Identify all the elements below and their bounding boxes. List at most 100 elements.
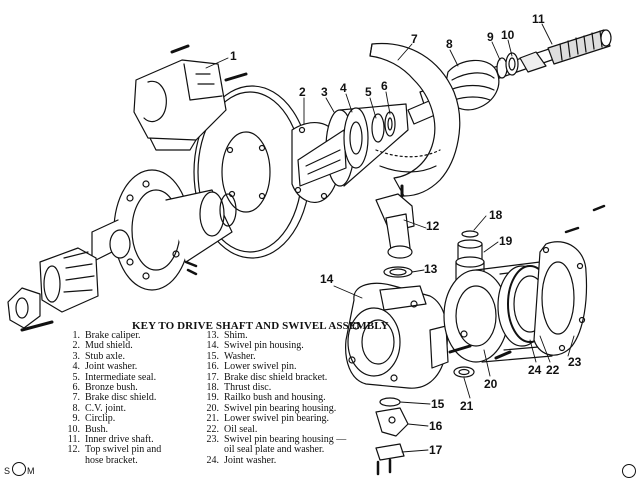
key-item-number: 19. <box>206 392 220 404</box>
key-item: 1. Brake caliper. <box>62 330 202 341</box>
key-item-text: Oil seal. <box>224 423 258 435</box>
key-item-number: 8. <box>72 402 81 414</box>
swivel-pin-bearing-housing <box>443 261 553 363</box>
hub-assembly <box>91 169 237 291</box>
callout-12: 12 <box>426 219 440 233</box>
circlip-and-bush <box>496 52 519 79</box>
key-item: 15. Washer. <box>201 350 376 362</box>
callout-10: 10 <box>501 28 515 42</box>
key-item: 16.Lower swivel pin. <box>201 361 376 372</box>
key-item-number: 20. <box>206 402 220 414</box>
callout-22: 22 <box>546 363 560 377</box>
key-item-text: Lower swivel pin bearing. <box>224 413 329 425</box>
key-item-number: 23. <box>206 434 220 446</box>
callout-1: 1 <box>230 49 237 63</box>
key-item-number: 10. <box>67 423 81 435</box>
key-item-text: Swivel pin housing. <box>224 340 304 352</box>
key-item-text: Joint washer. <box>224 454 277 466</box>
callout-20: 20 <box>484 377 498 391</box>
key-list-left: 1.Brake caliper. 2.Mud shield. 3.Stub ax… <box>62 330 202 466</box>
key-item-text: Swivel pin bearing housing — <box>224 434 347 446</box>
key-item: 9. Circlip. <box>62 413 202 425</box>
key-item: 3. Stub axle. <box>62 350 202 362</box>
key-item-number: 7. <box>72 392 81 404</box>
key-item-text: Mud shield. <box>85 340 133 352</box>
key-item: 23. Swivel pin bearing housing — <box>201 434 376 446</box>
key-item-text: Railko bush and housing. <box>224 392 326 404</box>
callout-5: 5 <box>365 85 372 99</box>
callout-6: 6 <box>381 79 388 93</box>
key-item-number: 14. <box>206 340 220 352</box>
key-item: 20. Swivel pin bearing housing. <box>201 402 376 414</box>
key-item-text: Bush. <box>85 423 109 435</box>
callout-17: 17 <box>429 443 443 457</box>
key-item: 12.Top swivel pin and <box>62 444 202 456</box>
key-item-number: 21. <box>206 413 220 425</box>
key-item-number: 1. <box>72 330 81 341</box>
key-item: 21. Lower swivel pin bearing. <box>201 413 376 425</box>
key-item: 14. Swivel pin housing. <box>201 340 376 352</box>
key-item-number: 4. <box>72 361 81 373</box>
key-item: 17. Brake disc shield bracket. <box>201 371 376 383</box>
key-item-number: 3. <box>72 350 81 362</box>
key-item-text: Bronze bush. <box>85 382 138 394</box>
key-item: 18. Thrust disc. <box>201 382 376 394</box>
callout-15: 15 <box>431 397 445 411</box>
key-item-text: oil seal plate and washer. <box>224 444 325 456</box>
key-item: 24. Joint washer. <box>201 454 376 466</box>
key-item-text: Intermediate seal. <box>85 371 157 383</box>
key-item-number: 17. <box>206 371 220 383</box>
key-item-number: 5. <box>72 371 81 383</box>
key-title: KEY TO DRIVE SHAFT AND SWIVEL ASSEMBLY <box>132 320 389 332</box>
lower-swivel-pin-set <box>375 397 409 476</box>
callout-3: 3 <box>321 85 328 99</box>
callout-23: 23 <box>568 355 582 369</box>
key-item-text: Swivel pin bearing housing. <box>224 402 337 414</box>
key-item: oil seal plate and washer. <box>201 444 376 456</box>
key-item-text: Brake disc shield bracket. <box>224 371 328 383</box>
key-item-text: Brake caliper. <box>85 330 141 341</box>
key-item-text: Circlip. <box>85 413 116 425</box>
key-item-text: Brake disc shield. <box>85 392 157 404</box>
key-item-text: Washer. <box>224 350 256 362</box>
key-item: 13.Shim. <box>201 330 376 341</box>
key-item-number: 22. <box>206 423 220 435</box>
joint-washer <box>343 107 369 169</box>
key-item-text: Thrust disc. <box>224 382 272 394</box>
oil-seal-plate <box>533 204 606 356</box>
key-item-text: Joint washer. <box>85 361 138 373</box>
logo-mark <box>12 462 26 476</box>
callout-9: 9 <box>487 30 494 44</box>
key-item: 19. Railko bush and housing. <box>201 392 376 404</box>
key-item: 11. Inner drive shaft. <box>62 434 202 446</box>
key-item: 5. Intermediate seal. <box>62 371 202 383</box>
lower-swivel-pin-bearing <box>453 350 512 378</box>
key-item-text: hose bracket. <box>85 454 138 466</box>
key-item-number: 13. <box>206 330 220 341</box>
key-item: 4. Joint washer. <box>62 361 202 373</box>
brake-caliper <box>133 44 248 151</box>
brake-disc-shield <box>369 42 461 197</box>
key-item-number: 9. <box>72 413 81 425</box>
callout-2: 2 <box>299 85 306 99</box>
key-item: 6. Bronze bush. <box>62 382 202 394</box>
key-item: 10. Bush. <box>62 423 202 435</box>
callout-8: 8 <box>446 37 453 51</box>
key-item-number: 15. <box>206 350 220 362</box>
key-item: 22. Oil seal. <box>201 423 376 435</box>
key-item-text: Inner drive shaft. <box>85 434 154 446</box>
key-item-text: Top swivel pin and <box>85 444 162 456</box>
key-item-text: Stub axle. <box>85 350 125 362</box>
key-item-number: 18. <box>206 382 220 394</box>
key-item-number: 24. <box>206 454 220 466</box>
logo-letter-right: M <box>27 466 35 476</box>
key-item-number: 6. <box>72 382 81 394</box>
callout-24: 24 <box>528 363 542 377</box>
drive-flange <box>7 247 99 332</box>
key-item-number: 11. <box>67 434 80 446</box>
callout-13: 13 <box>424 262 438 276</box>
key-item-text: C.V. joint. <box>85 402 126 414</box>
logo-letter-left: S <box>4 466 11 476</box>
